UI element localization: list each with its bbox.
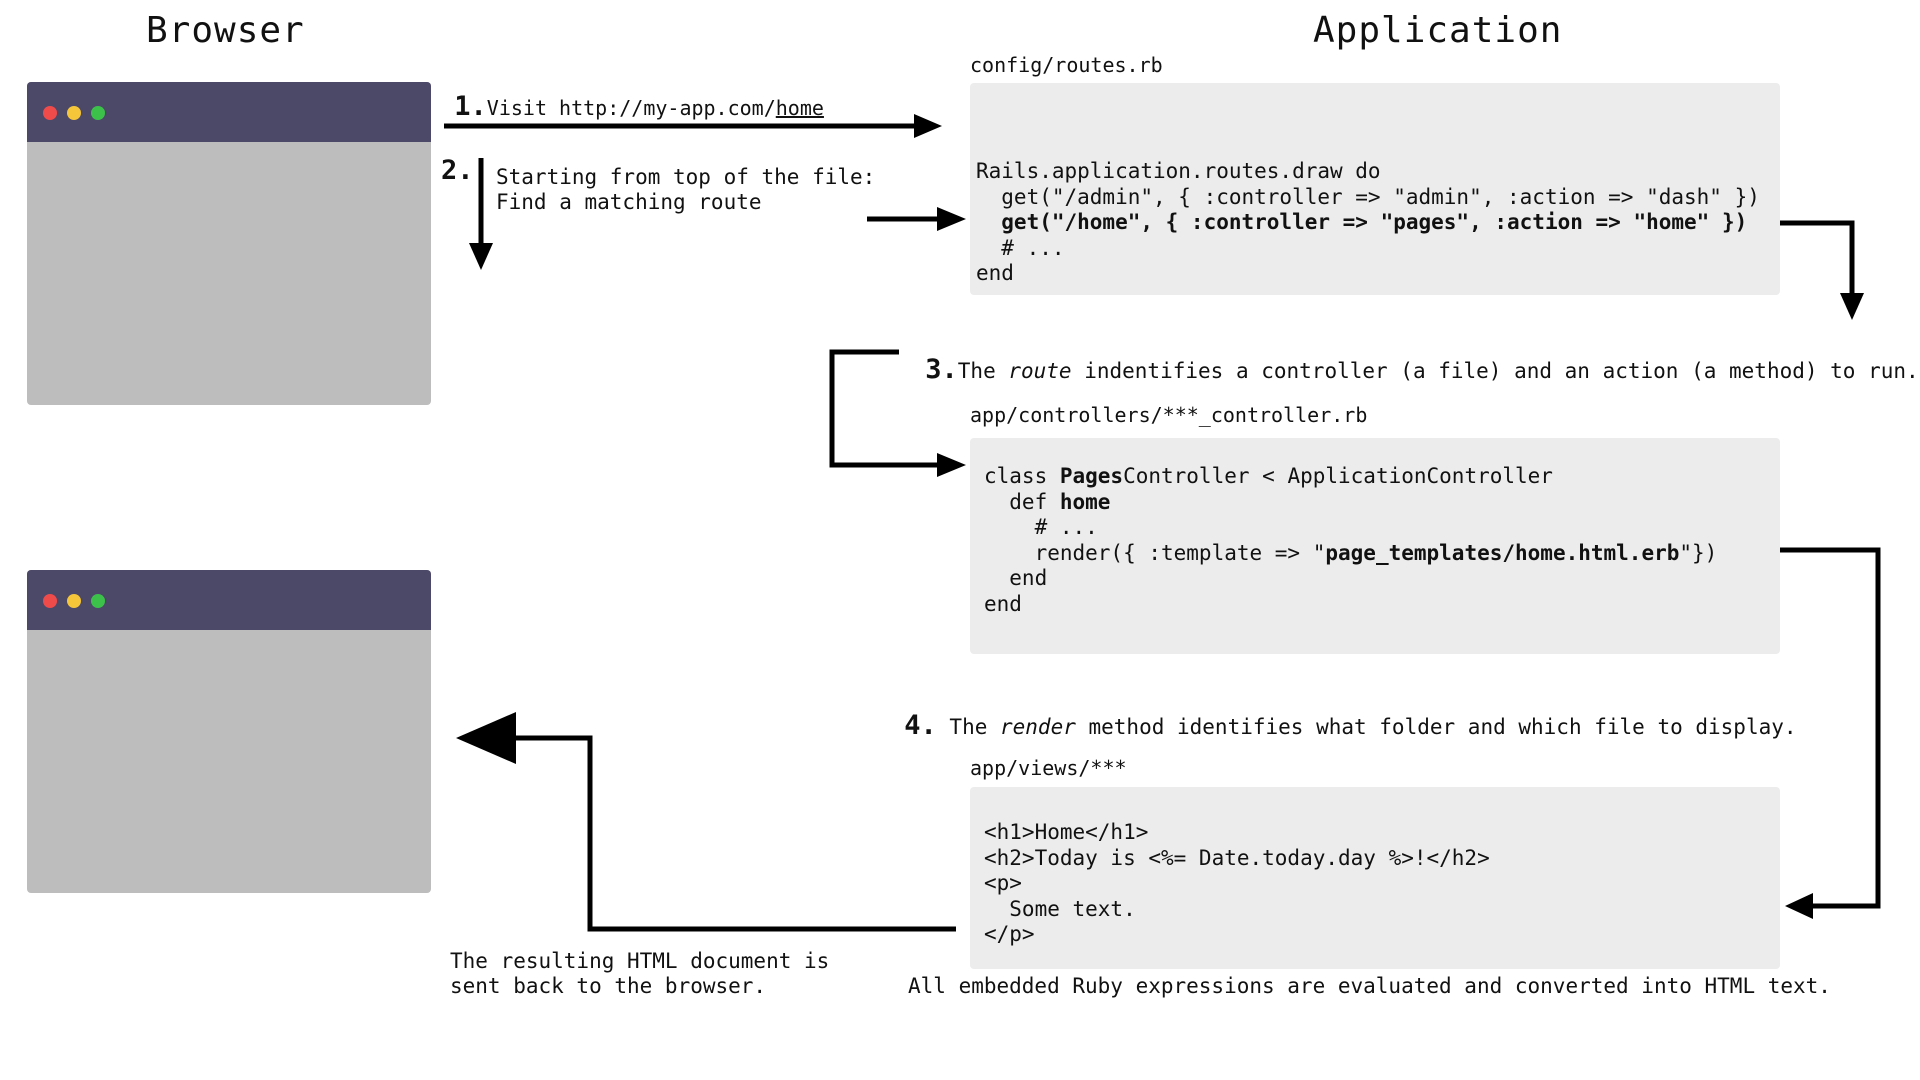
step3-em: route	[1008, 359, 1072, 383]
code-line: </p>	[984, 922, 1035, 946]
step1-link: home	[775, 96, 824, 120]
controller-code-box	[970, 438, 1780, 654]
application-heading: Application	[1313, 10, 1563, 51]
browser-heading: Browser	[146, 10, 305, 51]
code-line: Some text.	[984, 896, 1136, 921]
step2-line2: Find a matching route	[496, 190, 762, 214]
code-line: get("/admin", { :controller => "admin", …	[976, 184, 1760, 209]
routes-filename: config/routes.rb	[970, 53, 1163, 77]
step2-line1: Starting from top of the file:	[496, 165, 876, 189]
step2-number: 2.	[441, 155, 474, 186]
code-line: end	[976, 261, 1014, 285]
step1-label: 1.Visit http://my-app.com/home	[435, 72, 824, 122]
views-code: <h1>Home</h1><h2>Today is <%= Date.today…	[984, 820, 1490, 948]
code-line: <h1>Home</h1>	[984, 820, 1149, 844]
close-dot-icon	[43, 106, 57, 120]
minimize-dot-icon	[67, 594, 81, 608]
code-line: end	[984, 591, 1022, 616]
maximize-dot-icon	[91, 594, 105, 608]
browser-window-top	[27, 82, 431, 405]
arrowhead-step2-down	[469, 243, 493, 270]
code-line: # ...	[984, 515, 1098, 539]
code-line: def home	[984, 489, 1111, 514]
arrowhead-step1	[914, 114, 942, 138]
erb-note: All embedded Ruby expressions are evalua…	[908, 974, 1831, 998]
arrow-controller-to-views	[1780, 547, 1881, 909]
close-dot-icon	[43, 594, 57, 608]
step4-label: 4. The render method identifies what fol…	[885, 691, 1797, 741]
arrowhead-step2-right	[937, 207, 966, 231]
arrowhead-routes-down	[1840, 293, 1864, 320]
maximize-dot-icon	[91, 106, 105, 120]
code-line: render({ :template => "page_templates/ho…	[984, 540, 1718, 565]
step1-number: 1.	[454, 91, 487, 122]
routes-code-box	[970, 83, 1780, 295]
step3-text-a: The	[957, 359, 1009, 383]
arrow-step3-to-controller	[829, 349, 940, 468]
code-line-highlight: get("/home", { :controller => "pages", :…	[976, 210, 1748, 234]
step3-text-b: indentifies a controller (a file) and an…	[1071, 359, 1919, 383]
step3-number: 3.	[925, 354, 958, 385]
arrow-routes-down	[1780, 220, 1855, 298]
views-filename: app/views/***	[970, 756, 1127, 780]
step4-number: 4.	[904, 710, 937, 741]
step4-em: render	[1000, 715, 1076, 739]
views-code-box	[970, 787, 1780, 969]
browser-window-bottom	[27, 570, 431, 893]
arrowhead-to-controller	[937, 453, 966, 477]
code-line: end	[984, 566, 1048, 590]
result-note-line1: The resulting HTML document is	[450, 949, 830, 973]
arrowhead-to-views	[1785, 893, 1813, 919]
result-note-line2: sent back to the browser.	[450, 974, 767, 998]
code-line: # ...	[976, 235, 1065, 260]
step1-text: Visit http://my-app.com/	[486, 96, 776, 120]
arrow-views-to-browser	[500, 735, 956, 932]
step3-label: 3.The route indentifies a controller (a …	[906, 335, 1919, 385]
browser-title-bar	[27, 570, 431, 630]
controller-filename: app/controllers/***_controller.rb	[970, 403, 1368, 427]
step4-text-a: The	[936, 715, 1000, 739]
routes-code: Rails.application.routes.draw do get("/a…	[976, 159, 1760, 287]
code-line: <p>	[984, 871, 1022, 895]
step4-text-b: method identifies what folder and which …	[1075, 715, 1797, 739]
code-line: Rails.application.routes.draw do	[976, 159, 1381, 183]
arrowhead-to-browser	[456, 712, 516, 764]
minimize-dot-icon	[67, 106, 81, 120]
controller-code: class PagesController < ApplicationContr…	[984, 464, 1717, 617]
code-line: <h2>Today is <%= Date.today.day %>!</h2>	[984, 845, 1490, 870]
browser-title-bar	[27, 82, 431, 142]
code-line: class PagesController < ApplicationContr…	[984, 464, 1553, 488]
